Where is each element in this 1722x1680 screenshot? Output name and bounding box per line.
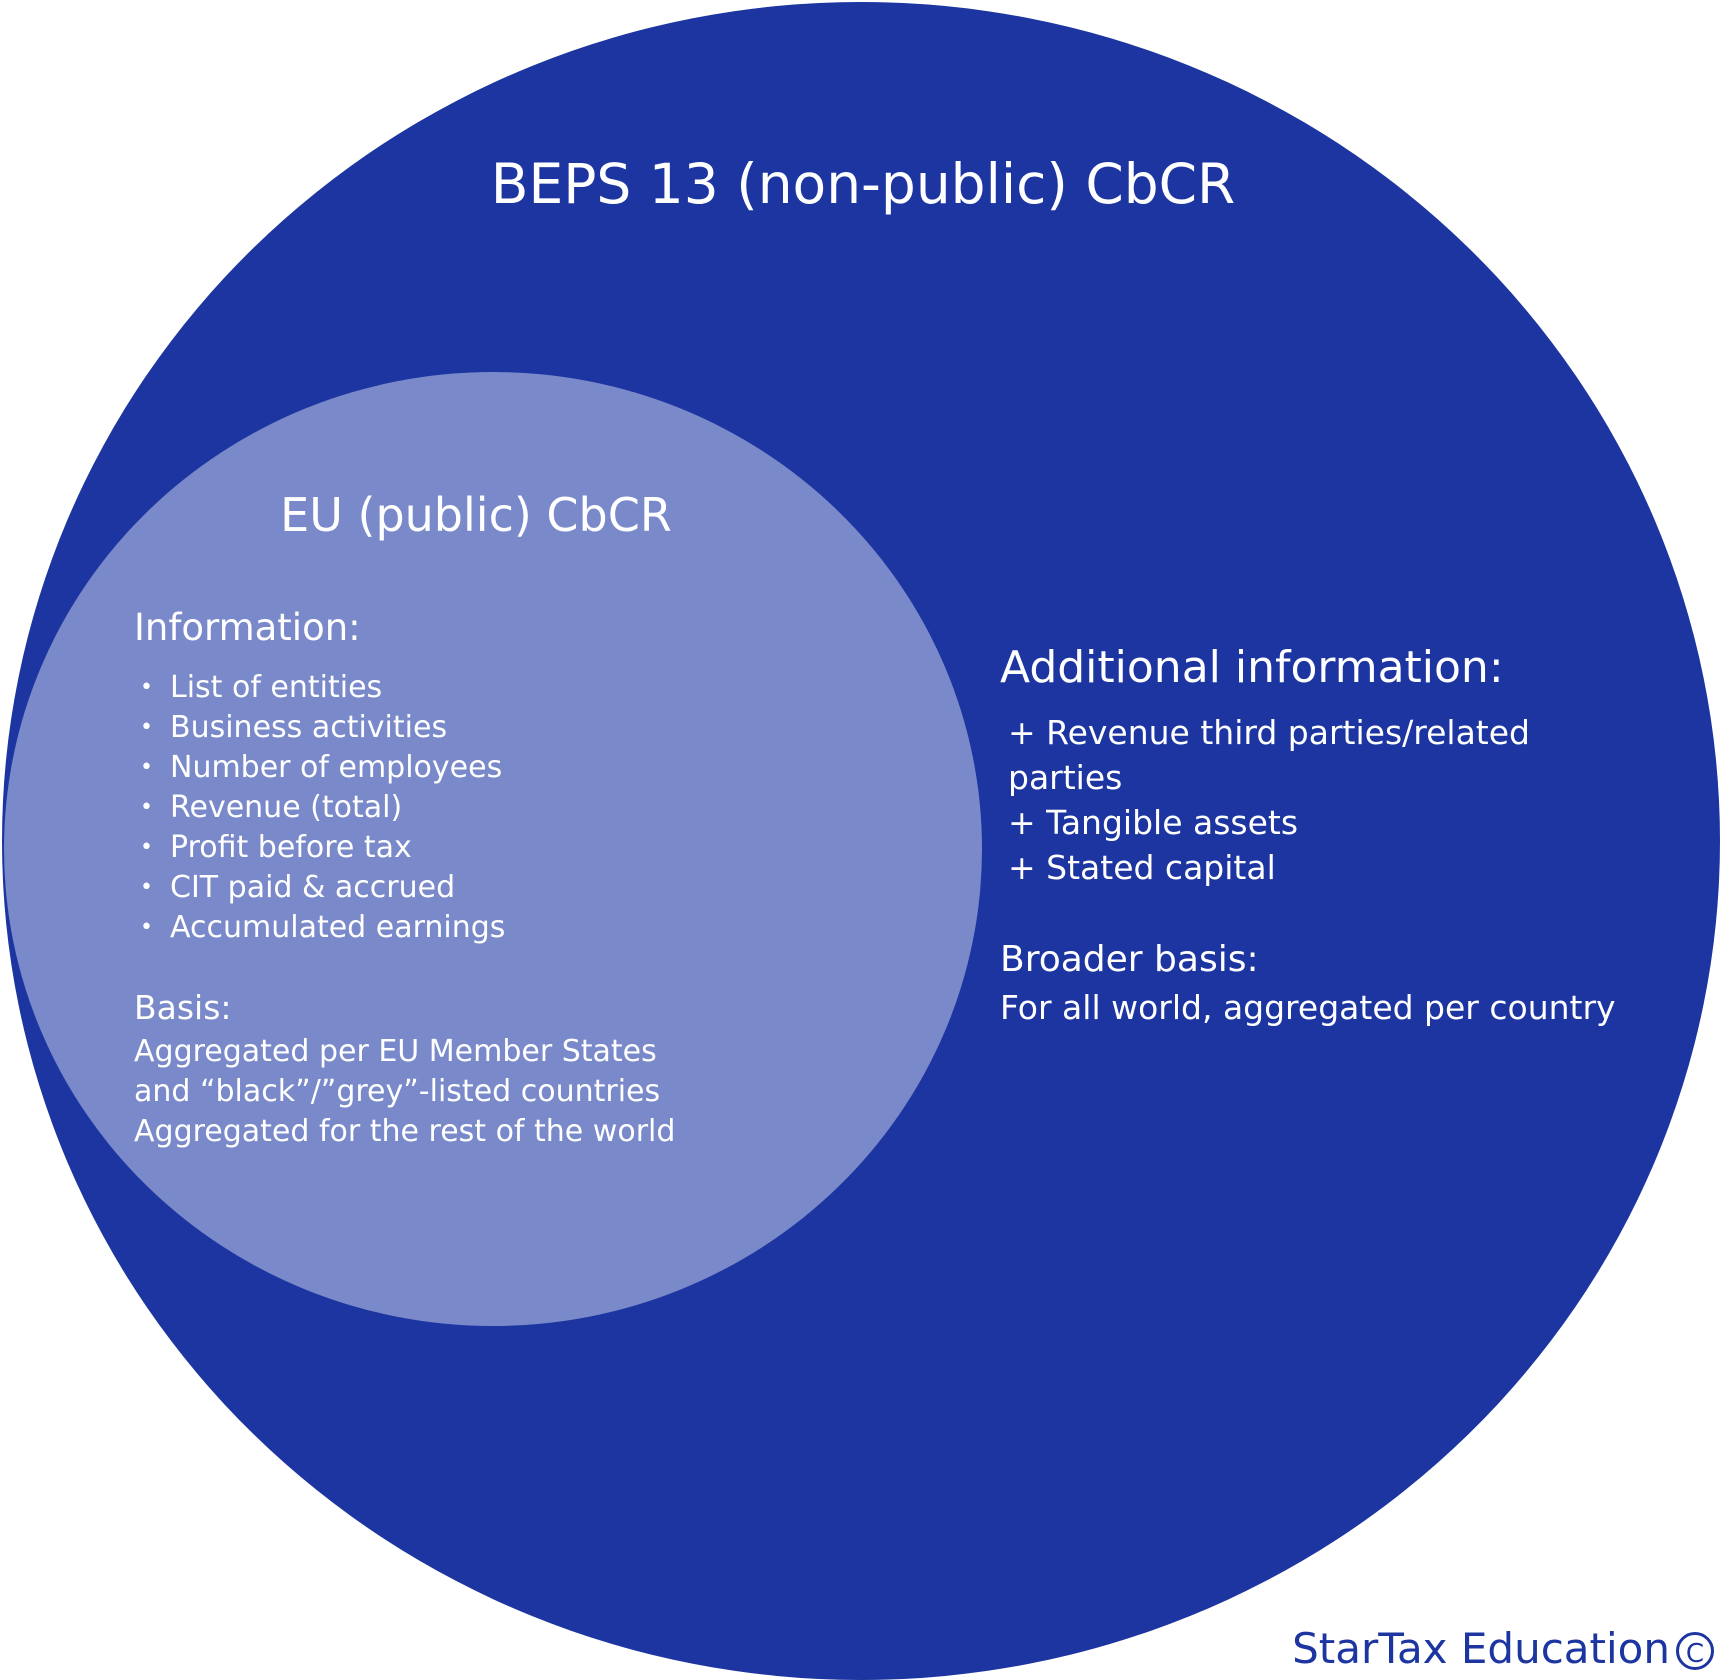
- eu-inner-ellipse: [4, 372, 982, 1326]
- additional-information-list: + Revenue third parties/related parties …: [1008, 710, 1530, 890]
- list-item: •List of entities: [140, 668, 505, 708]
- information-heading: Information:: [134, 606, 361, 649]
- list-item: •CIT paid & accrued: [140, 868, 505, 908]
- outer-title: BEPS 13 (non-public) CbCR: [490, 152, 1236, 216]
- additional-item: + Tangible assets: [1008, 803, 1299, 842]
- basis-line: and “black”/”grey”-listed countries: [134, 1074, 661, 1109]
- basis-line: Aggregated for the rest of the world: [134, 1114, 676, 1149]
- bullet-icon: •: [140, 875, 153, 900]
- brand-name: StarTax Education: [1292, 1623, 1670, 1673]
- basis-text: Aggregated per EU Member States and “bla…: [134, 1032, 675, 1152]
- bullet-icon: •: [140, 755, 153, 780]
- basis-heading: Basis:: [134, 988, 232, 1027]
- bullet-icon: •: [140, 715, 153, 740]
- basis-line: Aggregated per EU Member States: [134, 1034, 657, 1069]
- bullet-icon: •: [140, 835, 153, 860]
- broader-basis-heading: Broader basis:: [1000, 939, 1259, 980]
- information-list: •List of entities •Business activities •…: [140, 668, 505, 948]
- list-item: •Business activities: [140, 708, 505, 748]
- bullet-icon: •: [140, 915, 153, 940]
- copyright-icon: C: [1676, 1632, 1714, 1671]
- bullet-icon: •: [140, 675, 153, 700]
- bullet-icon: •: [140, 795, 153, 820]
- list-item: •Revenue (total): [140, 788, 505, 828]
- additional-item: + Revenue third parties/related: [1008, 713, 1530, 752]
- additional-item: + Stated capital: [1008, 848, 1276, 887]
- broader-basis-text: For all world, aggregated per country: [1000, 988, 1616, 1027]
- inner-title: EU (public) CbCR: [280, 488, 672, 542]
- list-item: •Profit before tax: [140, 828, 505, 868]
- additional-item: parties: [1008, 758, 1123, 797]
- additional-information-heading: Additional information:: [1000, 642, 1504, 693]
- list-item: •Accumulated earnings: [140, 908, 505, 948]
- list-item: •Number of employees: [140, 748, 505, 788]
